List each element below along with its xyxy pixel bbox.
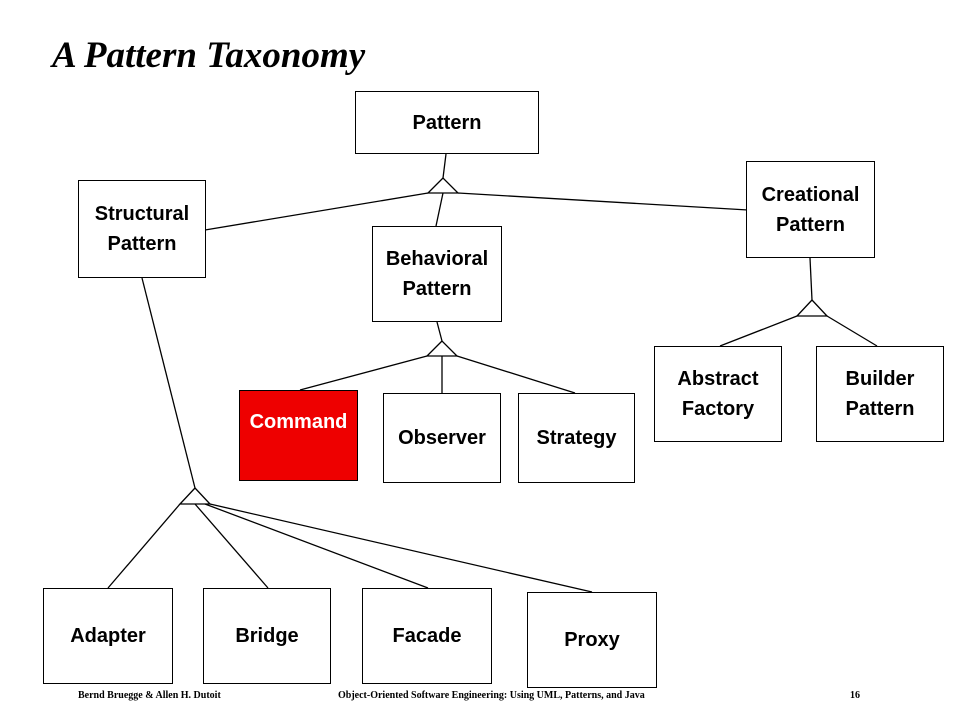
structural-pattern-box: Structural Pattern (78, 180, 206, 278)
edge-adapter (107, 503, 181, 589)
edge-facade (204, 503, 429, 589)
command-box: Command (239, 390, 358, 481)
footer-authors: Bernd Bruegge & Allen H. Dutoit (78, 690, 221, 701)
abstract-factory-box: Abstract Factory (654, 346, 782, 442)
observer-box: Observer (383, 393, 501, 483)
inheritance-triangle-behavioral (425, 340, 459, 357)
adapter-box: Adapter (43, 588, 173, 684)
footer-page-number: 16 (850, 690, 860, 701)
edge-behavioral (435, 192, 444, 227)
edge-pattern-to-triangle (442, 153, 447, 179)
pattern-box: Pattern (355, 91, 539, 154)
behavioral-pattern-box: Behavioral Pattern (372, 226, 502, 322)
edge-abstract-factory (719, 315, 798, 347)
bridge-box: Bridge (203, 588, 331, 684)
footer-book-title: Object-Oriented Software Engineering: Us… (338, 690, 645, 701)
inheritance-triangle-creational (795, 299, 829, 317)
strategy-box: Strategy (518, 393, 635, 483)
edge-structural-to-triangle (141, 277, 196, 489)
edge-proxy (209, 503, 593, 593)
slide-title: A Pattern Taxonomy (52, 35, 366, 76)
edge-strategy (456, 355, 576, 394)
facade-box: Facade (362, 588, 492, 684)
builder-pattern-box: Builder Pattern (816, 346, 944, 442)
creational-pattern-box: Creational Pattern (746, 161, 875, 258)
inheritance-triangle-pattern (426, 177, 460, 194)
proxy-box: Proxy (527, 592, 657, 688)
edge-builder (826, 315, 878, 347)
edge-bridge (194, 503, 269, 589)
edge-creational (457, 192, 749, 211)
edge-behavioral-to-triangle (436, 321, 443, 342)
edge-structural (204, 192, 429, 231)
inheritance-triangle-structural (178, 487, 212, 505)
edge-command (299, 355, 428, 391)
edge-creational-to-triangle (809, 257, 813, 301)
